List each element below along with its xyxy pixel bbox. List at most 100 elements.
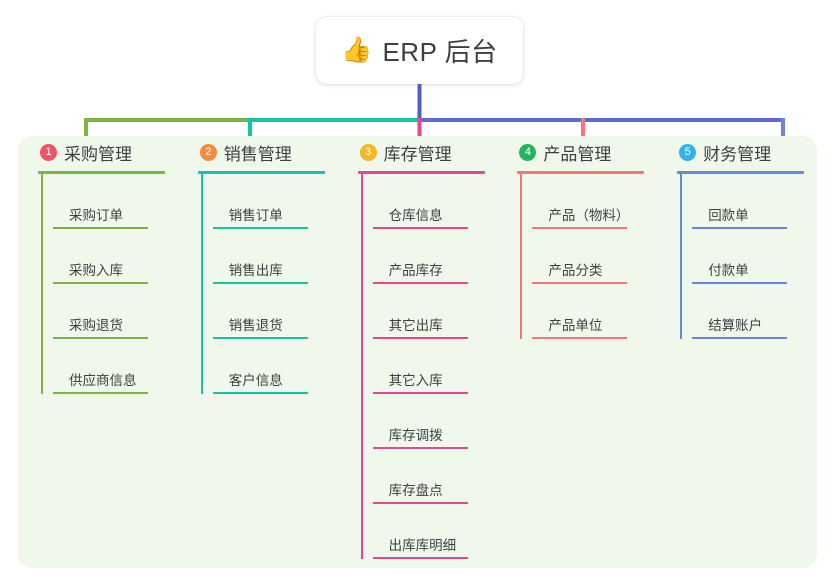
module-title-4: 产品管理 <box>543 144 612 164</box>
list-item[interactable]: 回款单 <box>692 174 817 229</box>
module-header-4[interactable]: 4 产品管理 <box>517 136 657 168</box>
list-item-label: 仓库信息 <box>388 208 443 223</box>
module-underline-3 <box>357 171 485 174</box>
module-item-list-1: 采购订单采购入库采购退货供应商信息 <box>38 174 178 394</box>
list-item-label: 产品库存 <box>388 263 443 278</box>
list-item-label: 供应商信息 <box>69 373 137 388</box>
module-item-list-4: 产品（物料） 产品分类产品单位 <box>517 174 657 339</box>
list-item-underline <box>372 227 468 229</box>
list-item[interactable]: 采购入库 <box>53 229 178 284</box>
list-item-underline <box>692 282 788 284</box>
module-underline-2 <box>197 171 325 174</box>
list-item-label: 采购订单 <box>69 208 123 223</box>
module-title-1: 采购管理 <box>64 144 132 164</box>
list-item-underline <box>53 337 148 339</box>
list-item-label: 付款单 <box>708 263 749 278</box>
list-item[interactable]: 产品分类 <box>532 229 657 284</box>
list-item-label: 产品单位 <box>548 318 603 333</box>
list-item-label: 销售退货 <box>228 318 283 333</box>
module-title-5: 财务管理 <box>703 144 772 164</box>
list-item[interactable]: 产品（物料） <box>532 174 657 229</box>
list-item[interactable]: 采购订单 <box>53 174 178 229</box>
list-item-label: 产品分类 <box>548 263 603 278</box>
list-item[interactable]: 产品单位 <box>532 284 657 339</box>
module-header-3[interactable]: 3 库存管理 <box>358 136 498 168</box>
list-item-label: 库存调拨 <box>388 428 443 443</box>
list-item[interactable]: 销售订单 <box>212 174 338 229</box>
module-column-1: 1 采购管理采购订单采购入库采购退货供应商信息 <box>38 136 178 394</box>
module-item-list-2: 销售订单销售出库销售退货客户信息 <box>198 174 338 394</box>
module-badge-1: 1 <box>40 143 57 161</box>
list-item[interactable]: 销售退货 <box>212 284 338 339</box>
module-column-2: 2 销售管理销售订单销售出库销售退货客户信息 <box>197 136 338 394</box>
list-item-underline <box>692 337 788 339</box>
module-column-4: 4 产品管理产品（物料） 产品分类产品单位 <box>517 136 657 339</box>
module-underline-4 <box>517 171 645 174</box>
list-item-underline <box>692 227 788 229</box>
module-header-2[interactable]: 2 销售管理 <box>198 136 338 168</box>
list-item-underline <box>372 392 468 394</box>
list-item-label: 出库库明细 <box>388 538 457 553</box>
module-badge-2: 2 <box>199 143 217 161</box>
list-item-underline <box>53 227 148 229</box>
list-item[interactable]: 出库库明细 <box>372 504 498 559</box>
list-item-label: 采购入库 <box>69 263 123 278</box>
list-item[interactable]: 其它入库 <box>372 339 498 394</box>
module-column-3: 3 库存管理仓库信息产品库存其它出库其它入库库存调拨库存盘点出库库明细 <box>357 136 498 559</box>
thumbs-up-icon: 👍 <box>341 36 373 64</box>
module-spine-2 <box>200 174 203 394</box>
list-item-underline <box>532 337 628 339</box>
list-item-underline <box>53 392 148 394</box>
list-item[interactable]: 仓库信息 <box>372 174 498 229</box>
module-title-3: 库存管理 <box>383 144 452 164</box>
module-header-1[interactable]: 1 采购管理 <box>38 136 178 168</box>
list-item-label: 其它入库 <box>388 373 443 388</box>
list-item-label: 其它出库 <box>388 318 443 333</box>
list-item-underline <box>212 392 308 394</box>
list-item[interactable]: 结算账户 <box>692 284 817 339</box>
list-item-underline <box>212 282 308 284</box>
root-title-card: 👍 ERP 后台 <box>316 17 523 84</box>
list-item[interactable]: 库存调拨 <box>372 394 498 449</box>
list-item-label: 库存盘点 <box>388 483 443 498</box>
list-item[interactable]: 付款单 <box>692 229 817 284</box>
list-item-underline <box>212 337 308 339</box>
module-badge-4: 4 <box>519 143 537 161</box>
list-item-label: 销售订单 <box>228 208 283 223</box>
list-item[interactable]: 其它出库 <box>372 284 498 339</box>
list-item[interactable]: 供应商信息 <box>53 339 178 394</box>
list-item-underline <box>532 227 628 229</box>
list-item-underline <box>372 282 468 284</box>
list-item-label: 销售出库 <box>228 263 283 278</box>
module-item-list-3: 仓库信息产品库存其它出库其它入库库存调拨库存盘点出库库明细 <box>358 174 498 559</box>
list-item[interactable]: 客户信息 <box>212 339 338 394</box>
list-item-label: 产品（物料） <box>548 208 630 223</box>
list-item-underline <box>372 337 468 339</box>
list-item-underline <box>372 502 468 504</box>
list-item-underline <box>532 282 628 284</box>
list-item[interactable]: 采购退货 <box>53 284 178 339</box>
list-item[interactable]: 库存盘点 <box>372 449 498 504</box>
module-columns: 1 采购管理采购订单采购入库采购退货供应商信息 2 销售管理销售订单销售出库销售退货客… <box>18 136 817 568</box>
module-spine-1 <box>41 174 43 394</box>
list-item-underline <box>212 227 308 229</box>
module-underline-5 <box>677 171 805 174</box>
module-badge-3: 3 <box>359 143 377 161</box>
module-spine-5 <box>680 174 683 339</box>
list-item-label: 客户信息 <box>228 373 283 388</box>
module-item-list-5: 回款单付款单结算账户 <box>677 174 817 339</box>
list-item-underline <box>53 282 148 284</box>
list-item[interactable]: 销售出库 <box>212 229 338 284</box>
list-item-label: 结算账户 <box>708 318 763 333</box>
module-title-2: 销售管理 <box>223 144 292 164</box>
list-item-label: 采购退货 <box>69 318 123 333</box>
module-spine-4 <box>520 174 523 339</box>
module-underline-1 <box>38 171 165 174</box>
list-item[interactable]: 产品库存 <box>372 229 498 284</box>
list-item-underline <box>372 557 468 559</box>
module-spine-3 <box>360 174 363 559</box>
list-item-label: 回款单 <box>708 208 749 223</box>
diagram-panel <box>18 136 817 568</box>
